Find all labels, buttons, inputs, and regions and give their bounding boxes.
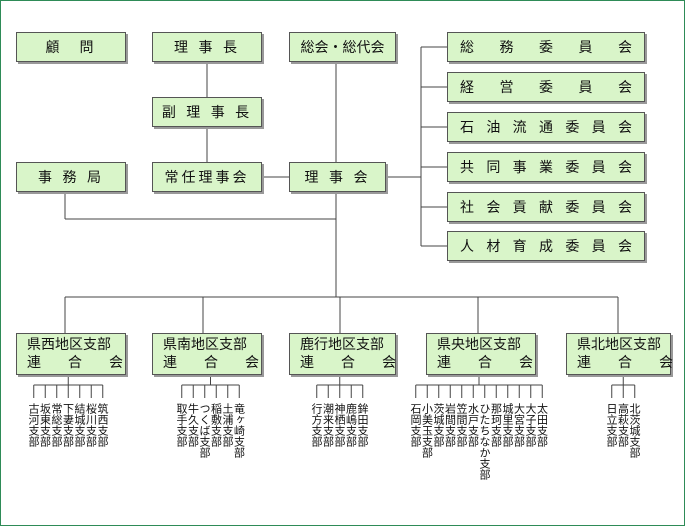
branch-member-label: 竜ヶ崎支部: [232, 403, 246, 458]
branch-member-label: 桜川支部: [84, 403, 98, 447]
branch-member-label: 太田支部: [535, 403, 549, 447]
committee-joint-business: 共同事業委員会: [447, 152, 645, 182]
branch-member-label: 鹿嶋支部: [344, 403, 358, 447]
branch-member-label: 神栖支部: [333, 403, 346, 447]
branch-member-label: 取手支部: [175, 403, 188, 447]
branch-member-label: 那珂支部: [489, 403, 503, 447]
branch-member-label: 結城支部: [73, 403, 86, 447]
branch-member-label: 大子支部: [524, 403, 537, 447]
branch-member-label: 坂東支部: [38, 403, 52, 447]
branch-member-label: 高萩支部: [616, 403, 630, 447]
branch-kennan: 県南地区支部連合会: [152, 333, 262, 375]
branch-member-label: 筑西支部: [96, 403, 109, 447]
committee-general-affairs: 総務委員会: [447, 32, 645, 62]
branch-member-label: 牛久支部: [186, 403, 200, 447]
executive-board-box: 常任理事会: [152, 162, 262, 192]
branch-member-label: 小美玉支部: [420, 403, 434, 458]
branch-member-label: 笠間支部: [455, 403, 468, 447]
advisor-box: 顧 問: [16, 32, 126, 62]
branch-member-label: 城里支部: [501, 403, 514, 447]
general-meeting-box: 総会・総代会: [289, 32, 396, 62]
branch-member-label: 稲敷支部: [209, 403, 223, 447]
committee-human-resources: 人材育成委員会: [447, 231, 645, 261]
committee-oil-distribution: 石油流通委員会: [447, 112, 645, 142]
branch-kensei: 県西地区支部連合会: [16, 333, 126, 375]
branch-member-label: 北茨城支部: [628, 403, 641, 458]
branch-member-label: 茨城支部: [432, 403, 445, 447]
branch-member-label: 岩間支部: [443, 403, 457, 447]
branch-member-label: 行方支部: [310, 403, 323, 447]
branch-member-label: 常総支部: [50, 403, 63, 447]
branch-member-label: つくば支部: [198, 403, 211, 458]
committee-social-contribution: 社会貢献委員会: [447, 192, 645, 222]
branch-member-label: 下妻支部: [61, 403, 75, 447]
branch-ken-o: 県央地区支部連合会: [426, 333, 536, 375]
committee-management: 経営委員会: [447, 72, 645, 102]
branch-member-label: 石岡支部: [409, 403, 422, 447]
branch-member-label: 土浦支部: [221, 403, 234, 447]
branch-member-label: ひたちなか支部: [478, 403, 491, 480]
secretariat-box: 事 務 局: [16, 162, 126, 192]
chairman-box: 理 事 長: [152, 32, 262, 62]
branch-member-label: 水戸支部: [466, 403, 480, 447]
branch-member-label: 鉾田支部: [356, 403, 369, 447]
branch-rokko: 鹿行地区支部連合会: [289, 333, 396, 375]
branch-kenhoku: 県北地区支部連合会: [566, 333, 673, 375]
branch-member-label: 大宮支部: [512, 403, 526, 447]
branch-member-label: 潮来支部: [321, 403, 335, 447]
branch-member-label: 日立支部: [605, 403, 618, 447]
board-box: 理 事 会: [289, 162, 386, 192]
vice-chairman-box: 副 理 事 長: [152, 97, 262, 127]
branch-member-label: 古河支部: [27, 403, 40, 447]
